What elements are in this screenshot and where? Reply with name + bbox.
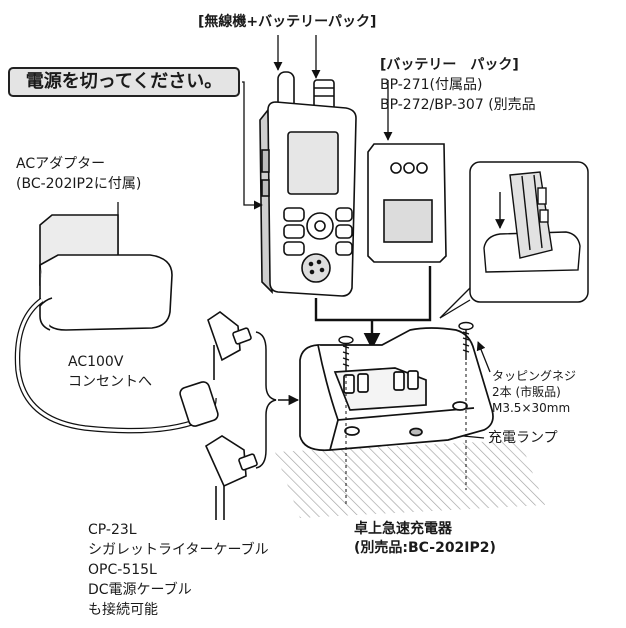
table-surface-hatching (275, 440, 545, 518)
detail-inset (439, 161, 589, 319)
screws-line2: 2本 (市販品) (492, 385, 561, 399)
battery-pack-illustration (367, 143, 447, 263)
outlet-line1: AC100V (68, 354, 124, 370)
desktop-charger-illustration (299, 327, 494, 452)
power-off-warning: 電源を切ってください。 (8, 67, 240, 97)
outlet-label: AC100V コンセントへ (68, 352, 152, 392)
radio-battery-title: [無線機+バッテリーパック] (198, 14, 377, 30)
screw-left (338, 335, 354, 345)
optional-cables-line5: も接続可能 (88, 602, 158, 618)
brace (255, 331, 277, 469)
screws-line1: タッピングネジ (492, 369, 577, 383)
ac-adapter-line2: (BC-202IP2に付属) (16, 176, 142, 192)
screws-label: タッピングネジ 2本 (市販品) M3.5×30mm (492, 368, 576, 416)
screw-right (458, 321, 474, 331)
optional-cables-line1: CP-23L (88, 522, 137, 538)
desktop-charger-label: 卓上急速充電器 (別売品:BC-202IP2) (354, 520, 496, 558)
optional-cables-line3: OPC-515L (88, 562, 157, 578)
radio-illustration (259, 71, 357, 297)
optional-cables-line2: シガレットライターケーブル (88, 542, 269, 558)
battery-pack-line1: BP-271(付属品) (380, 77, 483, 93)
ac-adapter-illustration (39, 214, 173, 331)
desktop-charger-line2: (別売品:BC-202IP2) (354, 540, 496, 556)
optional-cables-line4: DC電源ケーブル (88, 582, 192, 598)
desktop-charger-line1: 卓上急速充電器 (354, 521, 452, 537)
battery-pack-label: [バッテリー パック] BP-271(付属品) BP-272/BP-307 (別… (380, 55, 536, 115)
optional-cables-label: CP-23L シガレットライターケーブル OPC-515L DC電源ケーブル も… (88, 520, 269, 620)
outlet-line2: コンセントへ (68, 374, 152, 390)
screws-line3: M3.5×30mm (492, 401, 571, 415)
battery-pack-line2: BP-272/BP-307 (別売品 (380, 97, 536, 113)
charge-lamp-label: 充電ランプ (488, 430, 558, 446)
charge-lamp-indicator (409, 427, 423, 437)
battery-pack-title: [バッテリー パック] (380, 57, 519, 73)
ac-adapter-line1: ACアダプター (16, 156, 106, 172)
ferrite-core (179, 381, 219, 427)
ac-adapter-label: ACアダプター (BC-202IP2に付属) (16, 154, 141, 194)
